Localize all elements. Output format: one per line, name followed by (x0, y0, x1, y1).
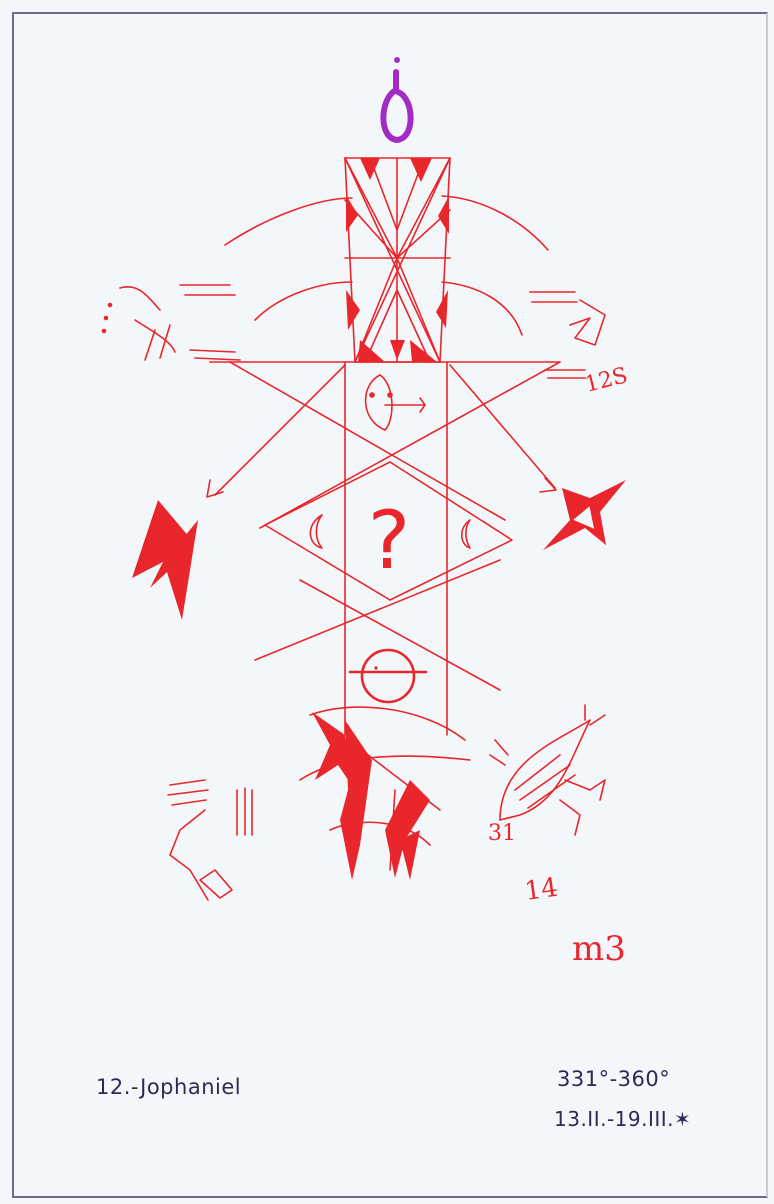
lower-red-flames (312, 712, 430, 880)
violet-hook-glyph (383, 57, 410, 140)
scrawl-bottom-a: 14 (523, 873, 560, 907)
moon-bow-glyph (366, 375, 425, 430)
degree-range: 331°-360° (557, 1067, 670, 1091)
question-mark: ? (368, 494, 410, 587)
bottom-left-glyph (168, 780, 252, 900)
scrawl-right: 12S (582, 363, 630, 398)
scrawl-31: 31 (488, 821, 516, 846)
right-scribble-glyph (530, 292, 605, 378)
bottom-right-crab-glyph (490, 705, 605, 835)
crystal-tower (345, 158, 450, 362)
left-scribble-glyph (103, 285, 241, 360)
scrawl-bottom-b: m3 (572, 929, 626, 969)
seal-name: 12.-Jophaniel (96, 1075, 241, 1099)
left-lightning (132, 500, 198, 620)
saturn-glyph (350, 650, 426, 702)
date-range: 13.II.-19.III.✶ (554, 1107, 691, 1131)
